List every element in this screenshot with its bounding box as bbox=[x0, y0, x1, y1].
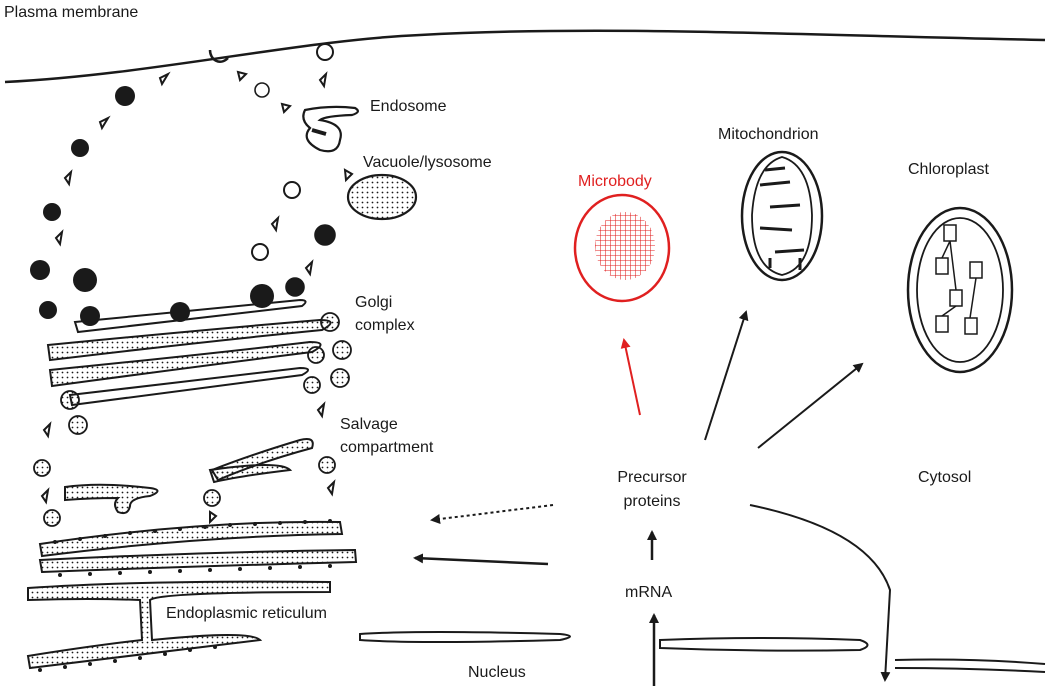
golgi-label-line1: Golgi bbox=[355, 293, 392, 313]
plasma-membrane-label: Plasma membrane bbox=[4, 3, 138, 23]
endosome bbox=[303, 107, 358, 151]
er-label: Endoplasmic reticulum bbox=[166, 604, 327, 624]
golgi-label-line2: complex bbox=[355, 316, 415, 336]
microbody-matrix bbox=[595, 212, 655, 280]
endoplasmic-reticulum bbox=[28, 522, 356, 668]
arrow-to-chloroplast bbox=[758, 364, 862, 448]
nuclear-envelope-right bbox=[660, 638, 868, 651]
secretory-granules bbox=[30, 86, 274, 326]
arrow-to-mitochondrion bbox=[705, 312, 746, 440]
nuclear-envelope-left bbox=[360, 632, 570, 642]
mitochondrion-label: Mitochondrion bbox=[718, 125, 819, 145]
salvage-compartment bbox=[65, 439, 313, 513]
vesicle-flow-arrows bbox=[42, 72, 352, 522]
precursor-label-line2: proteins bbox=[604, 492, 700, 512]
endosome-label: Endosome bbox=[370, 97, 447, 117]
vacuole-lysosome-label: Vacuole/lysosome bbox=[363, 153, 492, 173]
arrow-to-er-posttranslational bbox=[432, 505, 553, 520]
cytosol-label: Cytosol bbox=[918, 468, 971, 488]
arrow-to-microbody bbox=[624, 340, 640, 415]
arrow-to-er-cotranslational bbox=[415, 558, 548, 564]
precursor-label-line1: Precursor bbox=[604, 468, 700, 488]
nucleus-label: Nucleus bbox=[468, 663, 526, 683]
chloroplast-label: Chloroplast bbox=[908, 160, 989, 180]
microbody-label: Microbody bbox=[578, 172, 652, 192]
chloroplast bbox=[908, 208, 1012, 372]
salvage-label-line1: Salvage bbox=[340, 415, 398, 435]
nuclear-envelope-far-right bbox=[895, 660, 1045, 673]
endocytic-pit bbox=[210, 50, 228, 62]
vacuole-lysosome bbox=[348, 175, 416, 219]
plasma-membrane bbox=[5, 31, 1045, 82]
salvage-label-line2: compartment bbox=[340, 438, 433, 458]
mrna-label: mRNA bbox=[625, 583, 672, 603]
arrow-to-nucleus bbox=[750, 505, 890, 680]
mitochondrion bbox=[742, 152, 822, 280]
